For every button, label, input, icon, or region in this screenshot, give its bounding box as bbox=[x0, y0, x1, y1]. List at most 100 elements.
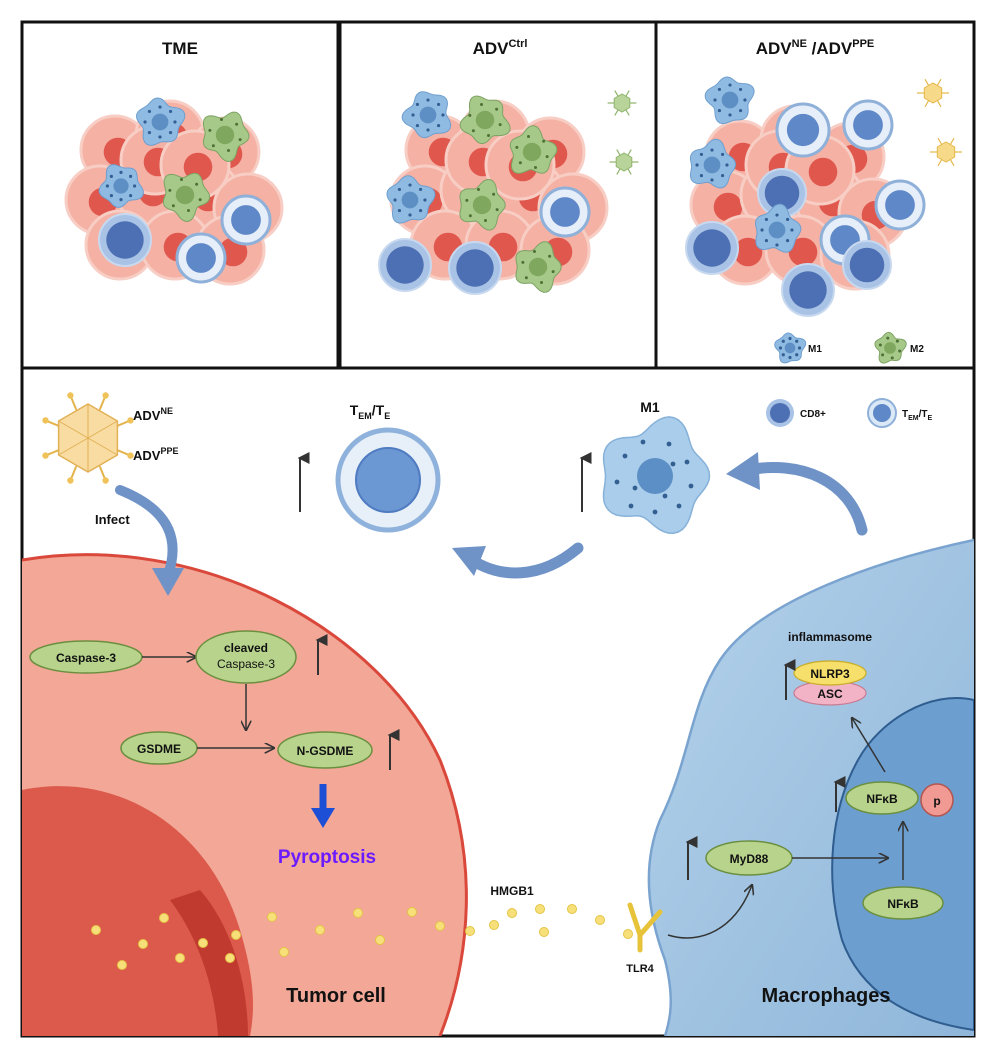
m1-granule bbox=[397, 208, 402, 213]
tem-cell-nucleus bbox=[550, 197, 580, 227]
hmgb1-dot bbox=[138, 939, 148, 949]
m1-big-granule bbox=[684, 459, 690, 465]
hmgb1-dot bbox=[595, 915, 605, 925]
adv-virus-knob bbox=[102, 392, 109, 399]
pyroptosis-label: Pyroptosis bbox=[278, 847, 376, 868]
m1-granule bbox=[738, 108, 743, 113]
m1-granule bbox=[764, 238, 769, 243]
m1-granule bbox=[119, 198, 123, 202]
m1-granule bbox=[423, 198, 427, 202]
m1-granule bbox=[418, 187, 423, 192]
m1-granule bbox=[785, 238, 790, 243]
m2-cell-nucleus bbox=[175, 185, 195, 205]
m1-granule bbox=[720, 173, 725, 178]
m1-cell-nucleus bbox=[151, 113, 169, 131]
tumor-nucleus bbox=[22, 786, 253, 1036]
m1-granule bbox=[133, 184, 137, 188]
hmgb1-dot bbox=[279, 947, 289, 957]
m1-granule bbox=[720, 152, 725, 157]
arrow-macrophage-to-m1 bbox=[742, 462, 868, 536]
m2-granule bbox=[534, 165, 538, 169]
m1-big-granule bbox=[662, 493, 668, 499]
m2-granule bbox=[195, 182, 199, 186]
nfkb-top-oval bbox=[845, 781, 919, 815]
legend-tem-label: TEM/TE bbox=[902, 409, 933, 422]
hmgb1-dot bbox=[175, 953, 185, 963]
adv-virus-facet bbox=[58, 420, 89, 439]
tem-cell-nucleus bbox=[853, 110, 883, 140]
m2-granule bbox=[515, 145, 519, 149]
tlr4-receptor bbox=[627, 902, 663, 953]
hmgb1-particles bbox=[91, 904, 633, 970]
tumor-cell-label: Tumor cell bbox=[286, 985, 386, 1007]
m2-granule bbox=[542, 139, 546, 143]
adv-virus-knob bbox=[67, 477, 74, 484]
m2-cell-nucleus bbox=[522, 142, 542, 162]
tumor-pathway: Caspase-3 cleaved Caspase-3 GSDME N-GSDM… bbox=[29, 630, 400, 868]
hmgb1-dot bbox=[225, 953, 235, 963]
hmgb1-dot bbox=[489, 920, 499, 930]
myd88-label: MyD88 bbox=[730, 852, 769, 866]
hmgb1-dot bbox=[535, 904, 545, 914]
tem-cell-nucleus bbox=[885, 190, 915, 220]
m1-granule bbox=[426, 128, 430, 132]
m2-granule bbox=[545, 155, 549, 159]
m2-granule bbox=[881, 353, 885, 357]
m2-cell-nucleus bbox=[884, 342, 896, 354]
hmgb1-dot bbox=[507, 908, 517, 918]
m2-granule bbox=[898, 349, 902, 353]
m1-granule bbox=[408, 213, 412, 217]
m1-granule bbox=[168, 109, 173, 114]
m1-big-granule bbox=[676, 503, 682, 509]
m1-big-granule bbox=[666, 441, 672, 447]
hmgb1-dot bbox=[623, 929, 633, 939]
t-effector-cell bbox=[335, 427, 441, 533]
m1-granule bbox=[129, 174, 133, 178]
adv-ppe-label: ADVPPE bbox=[133, 446, 178, 463]
m1-granule bbox=[426, 98, 430, 102]
infect-label: Infect bbox=[95, 512, 130, 527]
m2-granule bbox=[487, 133, 491, 137]
m2-granule bbox=[548, 254, 552, 258]
m2-cell-nucleus bbox=[528, 257, 548, 277]
adv-virus-icon bbox=[42, 392, 134, 484]
m2-granule bbox=[479, 103, 483, 107]
m1-cell-nucleus bbox=[721, 91, 739, 109]
adv-virus-facet bbox=[87, 437, 118, 456]
panel-title-tme: TME bbox=[162, 39, 198, 58]
m1-granule bbox=[795, 353, 799, 357]
m1-cell-nucleus bbox=[113, 178, 129, 194]
tem-cell-nucleus bbox=[186, 243, 216, 273]
hmgb1-dot bbox=[435, 921, 445, 931]
nlrp3-oval bbox=[793, 660, 867, 686]
adv-virus-facet bbox=[58, 437, 89, 456]
m1-big-granule bbox=[688, 483, 694, 489]
m2-cell-nucleus bbox=[472, 195, 492, 215]
m2-granule bbox=[171, 204, 175, 208]
m1-macrophage-cell bbox=[602, 416, 711, 535]
m1-granule bbox=[797, 346, 802, 350]
m2-granule bbox=[886, 336, 890, 340]
panel-frames bbox=[20, 20, 976, 1038]
hmgb1-dot bbox=[407, 907, 417, 917]
hmgb1-dot bbox=[267, 912, 277, 922]
cd8-cell-nucleus bbox=[764, 175, 800, 211]
tumor-cell-nucleus bbox=[713, 192, 743, 222]
t-effector-label: TEM/TE bbox=[350, 402, 391, 421]
m1-granule bbox=[760, 228, 764, 232]
m2-granule bbox=[476, 188, 480, 192]
m1-granule bbox=[713, 98, 717, 102]
hmgb1-dot bbox=[465, 926, 475, 936]
phospho-circle bbox=[920, 783, 954, 817]
adv-virus-knob bbox=[127, 452, 134, 459]
legend-cd8-icon bbox=[766, 399, 794, 427]
hmgb1-dot bbox=[375, 935, 385, 945]
hmgb1-dot bbox=[353, 908, 363, 918]
m2-granule bbox=[468, 113, 472, 117]
arrow-m1-to-teffector bbox=[466, 542, 584, 579]
legend-m2-icon bbox=[874, 331, 907, 364]
m2-granule bbox=[495, 107, 499, 111]
cd8-cell-nucleus bbox=[693, 229, 731, 267]
legend-cd8-label: CD8+ bbox=[800, 409, 826, 420]
